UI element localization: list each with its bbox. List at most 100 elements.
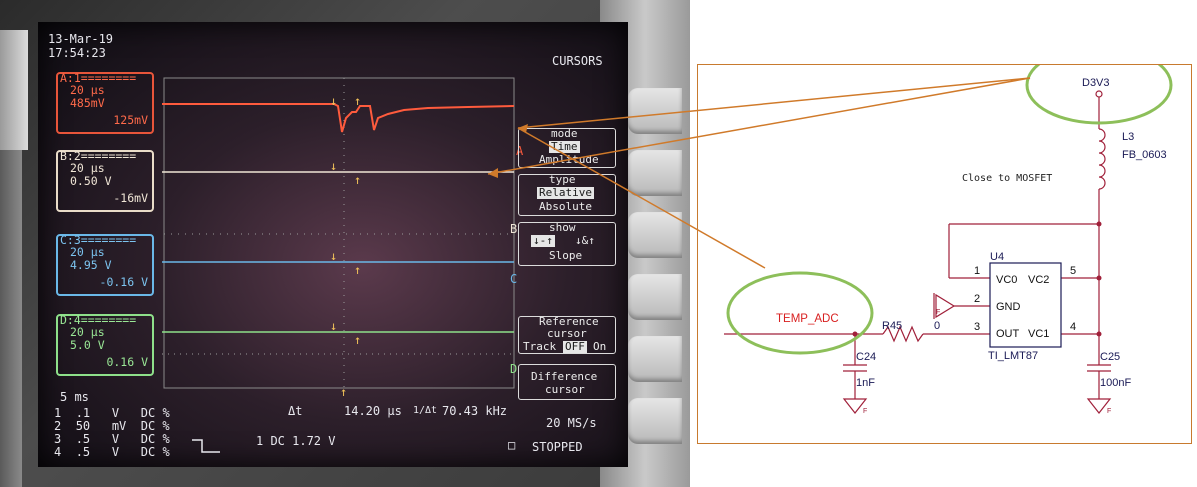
cursor-markers: ↓ ↑ ↓ ↑ ↓ ↑ ↓ ↑ ↑ — [330, 94, 361, 399]
menu-difference-line1: Difference — [531, 370, 598, 383]
trace-a — [162, 103, 515, 133]
cap-c24-ref: C24 — [856, 351, 877, 363]
scope-screen: 13-Mar-19 17:54:23 CURSORS ↓ ↑ ↓ ↑ ↓ ↑ ↓… — [38, 22, 628, 467]
menu-type-relative[interactable]: Relative — [537, 186, 594, 199]
side-button-4[interactable] — [628, 274, 682, 320]
channel-d-header: D:4======== — [60, 313, 137, 327]
channel-b-timebase: 20 μs — [70, 161, 105, 175]
menu-type[interactable]: type Relative Absolute — [518, 174, 616, 216]
pin-label-vc2: VC2 — [1028, 274, 1050, 286]
menu-mode[interactable]: mode Time Amplitude — [518, 128, 616, 168]
menu-show-slope[interactable]: Slope — [549, 249, 583, 262]
sample-rate: 20 MS/s — [546, 416, 597, 430]
svg-text:↓: ↓ — [330, 94, 337, 108]
scope-date: 13-Mar-19 — [48, 32, 114, 46]
cap-c25-ref: C25 — [1100, 351, 1121, 363]
menu-reference-track: Track — [523, 340, 557, 353]
inductor-ref: L3 — [1122, 131, 1135, 143]
channel-setting-1: 1 .1 V DC % — [54, 406, 170, 420]
channel-setting-4: 4 .5 V DC % — [54, 445, 170, 459]
channel-a-readout: 125mV — [113, 113, 148, 127]
channel-a-scale: 485mV — [70, 96, 105, 110]
schematic-panel: D3V3 L3 FB_0603 Close to MOSFET U4 TI_LM… — [697, 64, 1192, 444]
trigger-edge-icon — [192, 439, 220, 453]
menu-difference-cursor[interactable]: Difference cursor — [518, 364, 616, 400]
pin-label-gnd: GND — [996, 301, 1021, 313]
side-button-5[interactable] — [628, 336, 682, 382]
delta-value: 14.20 μs — [344, 404, 402, 418]
gnd-mark-c25: F — [1107, 408, 1112, 415]
menu-show[interactable]: show ↓-↑ ↓&↑ Slope — [518, 222, 616, 266]
svg-text:↓: ↓ — [330, 249, 337, 263]
resistor-value: 0 — [934, 320, 941, 332]
svg-text:↑: ↑ — [354, 333, 361, 347]
menu-reference-cursor-label: cursor — [547, 327, 587, 340]
menu-reference-off[interactable]: OFF — [563, 340, 587, 353]
net-d3v3: D3V3 — [1082, 77, 1110, 89]
pin-5: 5 — [1070, 265, 1077, 277]
pin-4: 4 — [1070, 321, 1077, 333]
menu-type-title: type — [549, 173, 576, 186]
menu-show-down-and-up[interactable]: ↓&↑ — [575, 234, 595, 247]
status-icon: □ — [508, 438, 516, 452]
channel-a-box[interactable]: A:1======== 20 μs 485mV 125mV — [56, 72, 154, 134]
channel-c-header: C:3======== — [60, 233, 137, 247]
scope-menu-title: CURSORS — [552, 54, 603, 68]
gnd-mark-c24: F — [863, 408, 868, 415]
side-button-6[interactable] — [628, 398, 682, 444]
bezel-left-strip-lower — [0, 150, 22, 487]
inverse-delta-label: 1/Δt — [413, 405, 438, 416]
menu-mode-amplitude[interactable]: Amplitude — [539, 153, 599, 166]
channel-c-box[interactable]: C:3======== 20 μs 4.95 V -0.16 V — [56, 234, 154, 296]
inverse-delta-value: 70.43 kHz — [442, 404, 508, 418]
menu-mode-title: mode — [551, 127, 578, 140]
menu-type-absolute[interactable]: Absolute — [539, 200, 592, 213]
ic-ref: U4 — [990, 251, 1005, 263]
channel-a-header: A:1======== — [60, 71, 137, 85]
svg-text:↑: ↑ — [340, 385, 347, 399]
resistor-ref: R45 — [882, 320, 903, 332]
channel-setting-2: 2 50 mV DC % — [54, 419, 170, 433]
channel-c-timebase: 20 μs — [70, 245, 105, 259]
channel-d-scale: 5.0 V — [70, 338, 105, 352]
ic-part: TI_LMT87 — [988, 350, 1039, 362]
menu-mode-time[interactable]: Time — [549, 140, 580, 153]
timebase-readout: 5 ms — [60, 390, 89, 404]
menu-show-title: show — [549, 221, 576, 234]
pin-label-vc0: VC0 — [996, 274, 1018, 286]
side-button-3[interactable] — [628, 212, 682, 258]
channel-d-box[interactable]: D:4======== 20 μs 5.0 V 0.16 V — [56, 314, 154, 376]
menu-show-down-up[interactable]: ↓-↑ — [531, 234, 555, 247]
marker-d: D — [510, 362, 518, 376]
pin-1: 1 — [974, 265, 981, 277]
menu-reference-cursor[interactable]: Reference cursor Track OFF On — [518, 316, 616, 354]
menu-difference-line2: cursor — [545, 383, 585, 396]
side-button-2[interactable] — [628, 150, 682, 196]
svg-text:↑: ↑ — [354, 173, 361, 187]
channel-settings-list: 1 .1 V DC % 2 50 mV DC % 3 .5 V DC % 4 .… — [54, 406, 194, 459]
trigger-readout: 1 DC 1.72 V — [256, 434, 336, 448]
svg-text:↓: ↓ — [330, 159, 337, 173]
channel-b-scale: 0.50 V — [70, 174, 112, 188]
channel-b-header: B:2======== — [60, 149, 137, 163]
svg-text:↓: ↓ — [330, 319, 337, 333]
schematic-note: Close to MOSFET — [962, 173, 1053, 184]
cap-c24-value: 1nF — [856, 377, 875, 389]
channel-b-readout: -16mV — [113, 191, 148, 205]
channel-c-readout: -0.16 V — [99, 275, 148, 289]
side-button-1[interactable] — [628, 88, 682, 134]
marker-b: B — [510, 222, 518, 236]
menu-reference-on[interactable]: On — [593, 340, 607, 353]
pin-2: 2 — [974, 293, 981, 305]
channel-c-scale: 4.95 V — [70, 258, 112, 272]
cap-c25-value: 100nF — [1100, 377, 1132, 389]
svg-text:↑: ↑ — [354, 94, 361, 108]
acquisition-status: STOPPED — [532, 440, 583, 454]
scope-graticule: ↓ ↑ ↓ ↑ ↓ ↑ ↓ ↑ ↑ — [162, 77, 515, 399]
channel-setting-3: 3 .5 V DC % — [54, 432, 170, 446]
bezel-left-strip — [0, 30, 28, 150]
channel-b-box[interactable]: B:2======== 20 μs 0.50 V -16mV — [56, 150, 154, 212]
menu-reference-title: Reference — [539, 315, 599, 328]
gnd-mark-u4: F — [936, 309, 941, 316]
channel-a-timebase: 20 μs — [70, 83, 105, 97]
